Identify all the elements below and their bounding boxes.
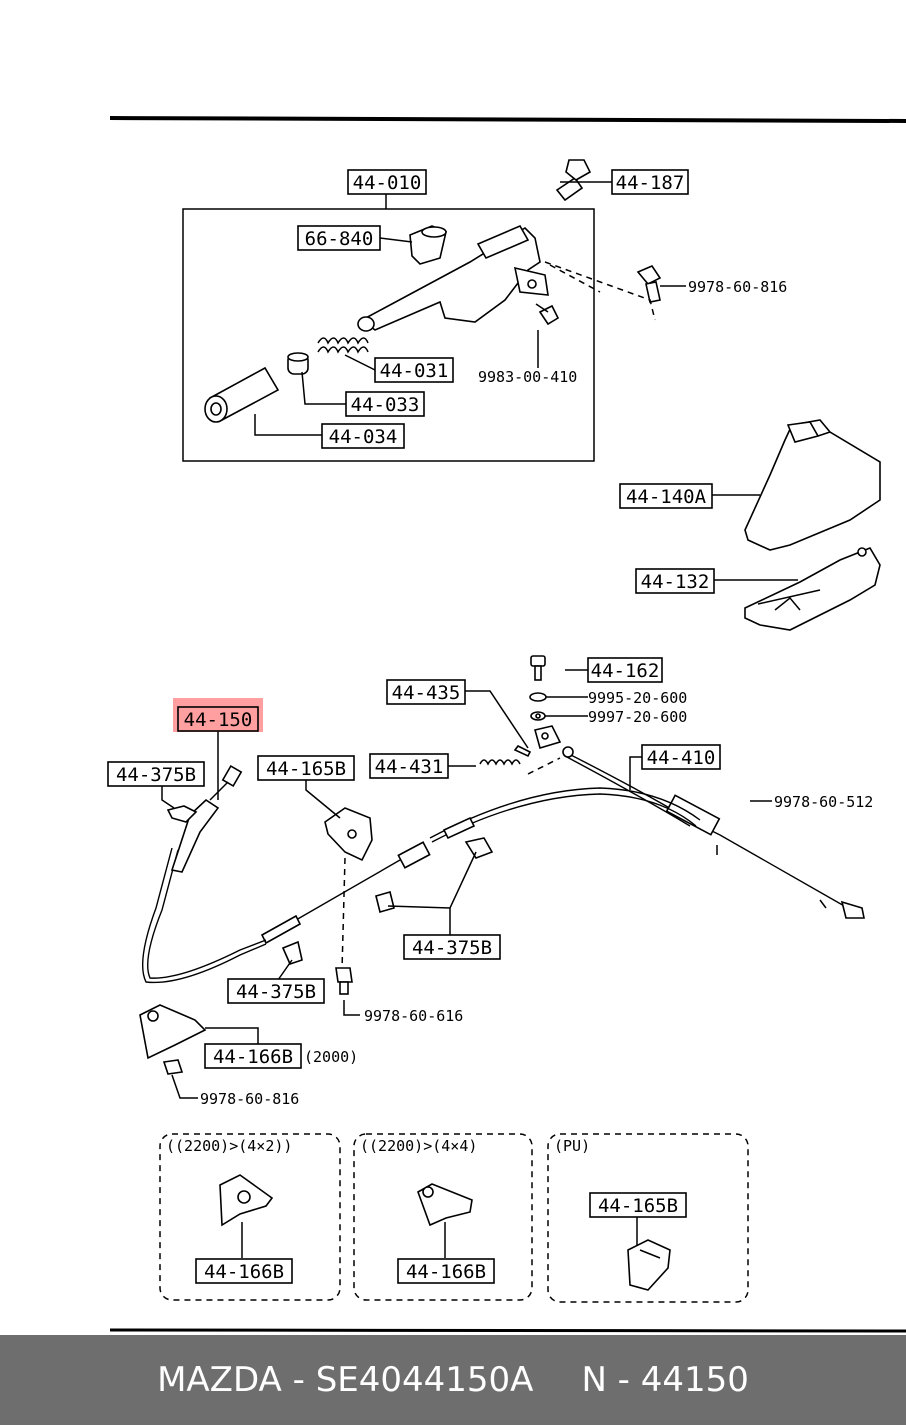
variant-group-4x2 xyxy=(159,1133,341,1301)
cable-bracket xyxy=(219,1174,274,1227)
label-44-150: 44-150 xyxy=(177,706,259,732)
label-44-166B: 44-166B xyxy=(204,1043,302,1069)
front-cable xyxy=(564,751,865,919)
number-9978-60-816: 9978-60-816 xyxy=(688,278,787,296)
cable-bracket xyxy=(139,1004,207,1060)
number-9995-20-600: 9995-20-600 xyxy=(588,689,687,707)
variant-title-4x4: ((2200)>(4×4) xyxy=(360,1137,477,1155)
label-44-162: 44-162 xyxy=(587,657,663,683)
svg-text:44-140A: 44-140A xyxy=(626,486,707,508)
svg-text:44-375B: 44-375B xyxy=(236,981,316,1003)
svg-text:44-431: 44-431 xyxy=(375,756,444,778)
variant-title-pu: (PU) xyxy=(554,1137,590,1155)
svg-text:44-165B: 44-165B xyxy=(266,758,346,780)
adjust-bolt xyxy=(530,655,546,681)
lever-assembly-frame xyxy=(182,208,595,462)
svg-text:44-010: 44-010 xyxy=(353,172,422,194)
label-44-033: 44-033 xyxy=(345,391,425,417)
spring xyxy=(317,337,369,354)
bottom-rule xyxy=(109,1328,906,1333)
label-44-031: 44-031 xyxy=(374,357,454,383)
bolt xyxy=(335,967,353,995)
bolt xyxy=(555,159,592,202)
svg-text:44-410: 44-410 xyxy=(647,747,716,769)
variant-title-4x2: ((2200)>(4×2)) xyxy=(166,1137,292,1155)
short-part-number: N - 44150 xyxy=(581,1360,749,1400)
label-44-375B: 44-375B xyxy=(403,934,501,960)
equalizer xyxy=(534,725,574,758)
svg-text:44-034: 44-034 xyxy=(329,426,398,448)
label-44-165B: 44-165B xyxy=(589,1192,687,1218)
svg-text:44-187: 44-187 xyxy=(616,172,685,194)
label-44-010: 44-010 xyxy=(347,169,427,195)
svg-text:44-165B: 44-165B xyxy=(598,1195,678,1217)
part-number-footer: MAZDA - SE4044150A N - 44150 xyxy=(0,1335,906,1425)
screw xyxy=(535,303,560,326)
washer xyxy=(529,692,547,702)
svg-text:44-150: 44-150 xyxy=(184,709,253,731)
cable-bracket xyxy=(417,1183,473,1227)
svg-text:44-166B: 44-166B xyxy=(213,1046,293,1068)
label-44-166B: 44-166B xyxy=(397,1258,495,1284)
cable-bracket xyxy=(324,807,373,862)
cable-clip xyxy=(166,805,198,823)
bolt xyxy=(636,265,662,303)
label-2000: (2000) xyxy=(304,1048,358,1066)
cable-clip xyxy=(375,891,395,913)
pin xyxy=(513,744,532,758)
svg-text:44-375B: 44-375B xyxy=(412,937,492,959)
console-panel xyxy=(744,547,881,631)
highlight-44-150 xyxy=(173,698,263,732)
label-44-375B: 44-375B xyxy=(107,761,205,787)
parking-brake-lever xyxy=(357,224,549,332)
number-9983-00-410: 9983-00-410 xyxy=(478,368,577,386)
parking-brake-parts-diagram: 44-010 44-187 66-840 9978-60-816 44-031 … xyxy=(107,116,906,1333)
number-9978-60-616: 9978-60-616 xyxy=(364,1007,463,1025)
console-boot xyxy=(744,419,881,551)
spacer xyxy=(287,352,309,375)
label-44-187: 44-187 xyxy=(611,169,689,195)
svg-text:44-166B: 44-166B xyxy=(406,1261,486,1283)
svg-text:44-033: 44-033 xyxy=(351,394,420,416)
svg-text:44-132: 44-132 xyxy=(641,571,710,593)
brand-part-number: MAZDA - SE4044150A xyxy=(157,1360,534,1400)
label-44-165B: 44-165B xyxy=(257,755,355,781)
svg-text:44-375B: 44-375B xyxy=(116,764,196,786)
bolt xyxy=(162,1059,184,1075)
label-44-435: 44-435 xyxy=(386,679,466,705)
variant-group-pu xyxy=(547,1133,749,1303)
cable-clip xyxy=(464,837,494,859)
label-44-132: 44-132 xyxy=(635,568,715,594)
release-button xyxy=(409,225,447,265)
svg-text:44-031: 44-031 xyxy=(380,360,449,382)
label-66-840: 66-840 xyxy=(297,225,381,251)
label-44-410: 44-410 xyxy=(641,744,721,770)
cable-clip xyxy=(281,940,303,965)
number-9978-60-816: 9978-60-816 xyxy=(200,1090,299,1108)
label-44-431: 44-431 xyxy=(369,753,449,779)
lever-grip xyxy=(204,366,280,423)
return-spring xyxy=(479,759,521,766)
cable-bracket xyxy=(627,1239,671,1291)
svg-text:44-435: 44-435 xyxy=(392,682,461,704)
variant-group-4x4 xyxy=(353,1133,533,1301)
svg-text:44-166B: 44-166B xyxy=(204,1261,284,1283)
label-44-140A: 44-140A xyxy=(619,483,713,509)
svg-text:44-162: 44-162 xyxy=(591,660,660,682)
number-9997-20-600: 9997-20-600 xyxy=(588,708,687,726)
label-44-166B: 44-166B xyxy=(195,1258,293,1284)
label-44-375B: 44-375B xyxy=(227,978,325,1004)
label-44-034: 44-034 xyxy=(321,423,405,449)
top-rule xyxy=(109,116,906,123)
rear-cable xyxy=(141,787,701,984)
svg-text:66-840: 66-840 xyxy=(305,228,374,250)
number-9978-60-512: 9978-60-512 xyxy=(774,793,873,811)
